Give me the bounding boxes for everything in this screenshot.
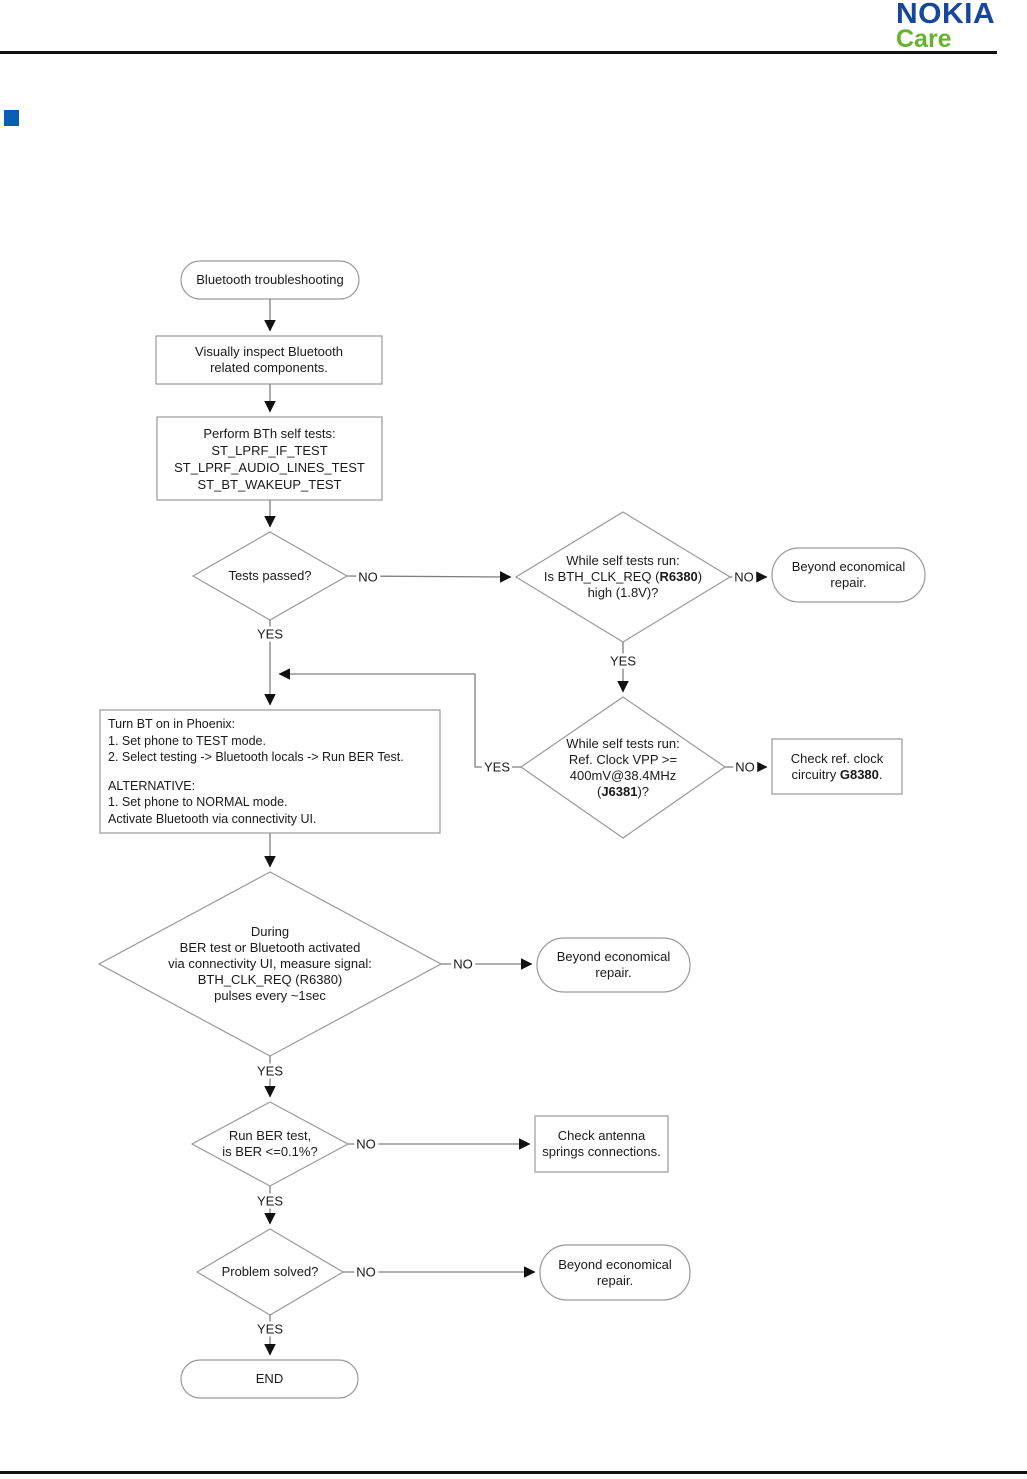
check-ref-clock-shape [771, 738, 903, 795]
edge-label-run-ber-no: NO [354, 1136, 378, 1152]
ref-clock-vpp-diamond-shape [519, 696, 727, 839]
inspect-node-label: Visually inspect Bluetooth related compo… [195, 344, 343, 375]
clk-req-high-label: While self tests run: Is BTH_CLK_REQ (R6… [543, 553, 703, 600]
edge-label-ref-clock-no: NO [733, 759, 757, 775]
end-node-label: END [255, 1371, 284, 1386]
beyond-repair-1-shape [771, 547, 926, 603]
edge-label-problem-solved-yes: YES [254, 1321, 286, 1337]
edge-label-problem-solved-no: NO [354, 1264, 378, 1280]
nokia-logo-text: NOKIA [896, 0, 996, 30]
start-node-label: Bluetooth troubleshooting [196, 272, 344, 287]
self-tests-node-label: Perform BTh self tests: ST_LPRF_IF_TEST … [174, 425, 365, 492]
check-antenna-shape [534, 1115, 669, 1173]
care-logo-text: Care [896, 25, 952, 53]
turn-bt-on-label: Turn BT on in Phoenix: 1. Set phone to T… [108, 717, 404, 826]
edge-label-run-ber-yes: YES [254, 1193, 286, 1209]
section-marker-square [4, 110, 19, 126]
ref-clock-vpp-label: While self tests run: Ref. Clock VPP >= … [566, 735, 680, 799]
beyond-repair-2-label: Beyond economical repair. [556, 949, 671, 980]
beyond-repair-1-label: Beyond economical repair. [791, 559, 906, 590]
check-ref-clock-label: Check ref. clock circuitry G8380. [790, 750, 884, 782]
header-divider [0, 51, 997, 54]
edge-label-clk-pulses-no: NO [451, 956, 475, 972]
beyond-repair-3-label: Beyond economical repair. [558, 1256, 672, 1288]
problem-solved-label: Problem solved? [221, 1264, 319, 1279]
inspect-node-shape [155, 335, 383, 385]
self-tests-node-shape [156, 416, 383, 501]
clk-pulses-label: During BER test or Bluetooth activated v… [168, 924, 372, 1003]
end-node-shape [180, 1359, 359, 1399]
edge-label-clk-pulses-yes: YES [254, 1063, 286, 1079]
edge-label-ref-clock-yes: YES [481, 759, 513, 775]
beyond-repair-3-shape [539, 1244, 691, 1301]
edge-label-tests-passed-no: NO [356, 569, 380, 585]
edge-label-tests-passed-yes: YES [254, 626, 286, 642]
nokia-care-logo: NOKIA Care [896, 0, 1021, 53]
tests-passed-label: Tests passed? [228, 568, 312, 583]
check-antenna-label: Check antenna springs connections. [542, 1128, 661, 1159]
footer-divider [0, 1471, 1027, 1474]
edge-label-clk-req-no: NO [732, 569, 756, 585]
beyond-repair-2-shape [536, 937, 691, 993]
edge-label-clk-req-yes: YES [607, 653, 639, 669]
run-ber-label: Run BER test, is BER <=0.1%? [222, 1128, 318, 1159]
turn-bt-on-shape [99, 709, 441, 834]
